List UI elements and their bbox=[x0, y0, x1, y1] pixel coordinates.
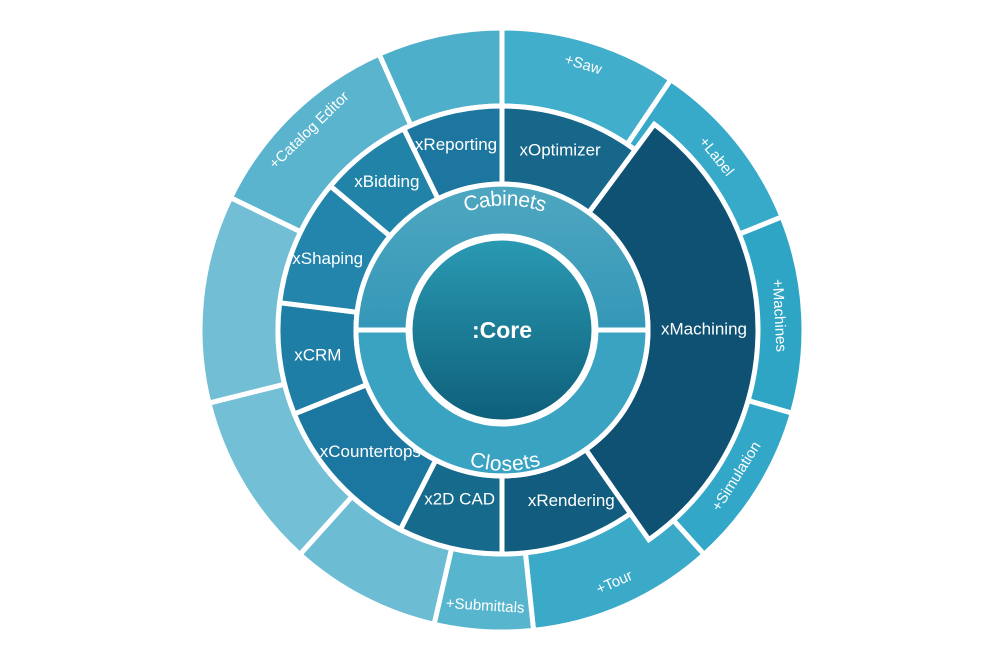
addon-label-machines: +Machines bbox=[769, 279, 790, 353]
module-label-xshaping: xShaping bbox=[292, 249, 363, 268]
module-label-xcrm: xCRM bbox=[294, 345, 341, 364]
addon-label-submittals: +Submittals bbox=[445, 595, 525, 617]
module-label-xmachining: xMachining bbox=[661, 319, 747, 338]
module-label-xreporting: xReporting bbox=[415, 135, 497, 154]
module-label-xrendering: xRendering bbox=[528, 491, 615, 510]
module-label-x2dcad: x2D CAD bbox=[424, 489, 495, 508]
core-circle[interactable] bbox=[407, 235, 597, 425]
module-label-xbidding: xBidding bbox=[354, 172, 419, 191]
core-label: :Core bbox=[472, 317, 532, 343]
core: :Core bbox=[407, 235, 597, 425]
module-label-xcountertops: xCountertops bbox=[320, 442, 421, 461]
module-label-xoptimizer: xOptimizer bbox=[519, 141, 601, 160]
